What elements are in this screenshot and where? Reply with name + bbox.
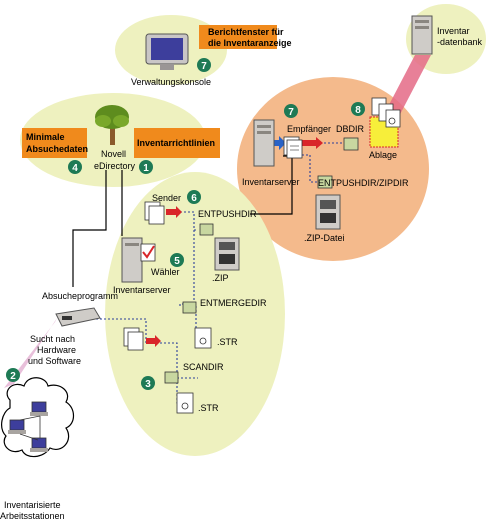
entpushdir-label: ENTPUSHDIR bbox=[198, 209, 257, 219]
badge-2-text: 2 bbox=[10, 371, 16, 382]
str-label-1: .STR bbox=[217, 337, 238, 347]
entmergedir-folder-icon bbox=[182, 301, 197, 314]
zip-file-icon bbox=[315, 194, 341, 230]
badge-7-receiver bbox=[284, 104, 298, 118]
scanner-program-label: Absucheprogramm bbox=[42, 291, 118, 301]
monitor-icon bbox=[145, 33, 189, 70]
str-file-icon-2 bbox=[176, 392, 194, 414]
server-tower-icon bbox=[253, 119, 275, 167]
directory-label-line2: eDirectory bbox=[94, 161, 136, 171]
workstations-label-line1: Inventarisierte bbox=[4, 500, 61, 510]
window-label-line2: die Inventaranzeige bbox=[208, 38, 292, 48]
inventory-policies-label: Inventarrichtlinien bbox=[137, 138, 215, 148]
scandir-label: SCANDIR bbox=[183, 362, 224, 372]
entmergedir-label: ENTMERGEDIR bbox=[200, 298, 267, 308]
str-label-2: .STR bbox=[198, 403, 219, 413]
min-scan-data-line2: Absuchedaten bbox=[26, 144, 88, 154]
sender-file-stack-icon bbox=[144, 201, 165, 225]
folder-icon bbox=[343, 137, 359, 151]
console-label: Verwaltungskonsole bbox=[131, 77, 211, 87]
badge-1-text: 1 bbox=[143, 163, 149, 174]
file-stack-icon bbox=[283, 136, 303, 159]
local-zip-label: .ZIP bbox=[212, 273, 229, 283]
badge-1 bbox=[139, 160, 153, 174]
badge-7-console bbox=[197, 58, 211, 72]
scandir-folder-icon bbox=[164, 371, 179, 384]
red-arrows bbox=[146, 137, 323, 347]
min-scan-data-line1: Minimale bbox=[26, 132, 65, 142]
scan-file-stack-icon bbox=[123, 327, 144, 351]
badge-8 bbox=[351, 102, 365, 116]
sender-label: Sender bbox=[152, 193, 181, 203]
remote-server-label: Inventarserver bbox=[242, 177, 300, 187]
badge-5-text: 5 bbox=[174, 256, 180, 267]
zipdir-folder-icon bbox=[317, 175, 333, 189]
str-file-icon-1 bbox=[194, 327, 212, 349]
badge-4 bbox=[68, 160, 82, 174]
selector-label: Wähler bbox=[151, 267, 180, 277]
search-line1: Sucht nach bbox=[30, 334, 75, 344]
receiver-label: Empfänger bbox=[287, 124, 331, 134]
dbdir-label: DBDIR bbox=[336, 124, 365, 134]
badge-6 bbox=[187, 190, 201, 204]
badge-2 bbox=[6, 368, 20, 382]
local-zip-file-icon bbox=[214, 237, 240, 271]
database-server-icon bbox=[411, 15, 433, 55]
workstations-cloud bbox=[1, 377, 75, 458]
entpushdir-folder-icon bbox=[199, 223, 214, 236]
min-scan-data-box bbox=[22, 128, 87, 158]
badge-6-text: 6 bbox=[191, 193, 197, 204]
badge-3-text: 3 bbox=[145, 379, 151, 390]
badge-5 bbox=[170, 253, 184, 267]
workstations-label-line2: Arbeitsstationen bbox=[0, 511, 65, 521]
directory-label-line1: Novell bbox=[101, 149, 126, 159]
zipfile-label: .ZIP-Datei bbox=[304, 233, 345, 243]
local-server-label: Inventarserver bbox=[113, 285, 171, 295]
badge-4-text: 4 bbox=[72, 163, 78, 174]
tree-icon bbox=[95, 105, 129, 145]
scanner-icon bbox=[55, 307, 101, 327]
badge-8-text: 8 bbox=[355, 105, 361, 116]
search-line2: Hardware bbox=[37, 345, 76, 355]
remote-entry-arrow bbox=[267, 136, 286, 150]
selector-checklist-icon bbox=[140, 243, 156, 262]
badge-7-receiver-text: 7 bbox=[288, 107, 294, 118]
window-label-box bbox=[199, 25, 277, 49]
database-label-line1: Inventar bbox=[437, 26, 470, 36]
zipdir-label: ENTPUSHDIR/ZIPDIR bbox=[318, 178, 409, 188]
search-line3: und Software bbox=[28, 356, 81, 366]
storage-icon bbox=[369, 97, 401, 148]
badge-3 bbox=[141, 376, 155, 390]
computer-icon bbox=[8, 401, 48, 452]
inventory-policies-box bbox=[134, 128, 220, 158]
storage-label: Ablage bbox=[369, 150, 397, 160]
database-label-line2: -datenbank bbox=[437, 37, 483, 47]
badge-7-console-text: 7 bbox=[201, 61, 207, 72]
window-label-line1: Berichtfenster für bbox=[208, 27, 284, 37]
local-server-tower-icon bbox=[121, 237, 143, 283]
